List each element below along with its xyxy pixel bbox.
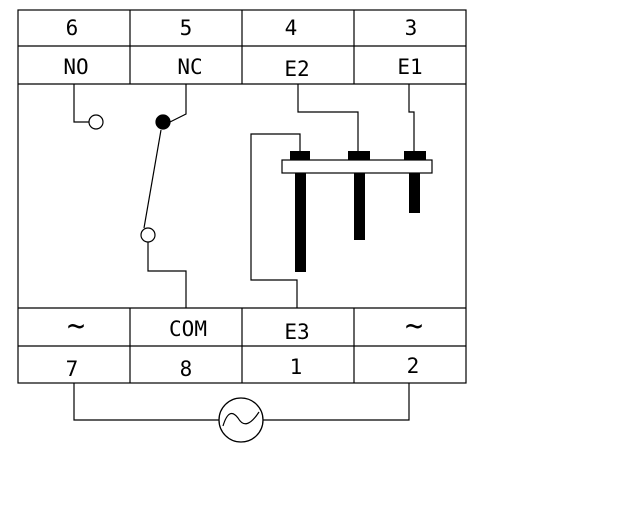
terminal-number-7: 7 bbox=[66, 357, 79, 381]
probe-head-e3 bbox=[290, 151, 310, 160]
nc-contact-wire-2 bbox=[169, 92, 187, 123]
probe-rod-e3 bbox=[295, 173, 306, 272]
ac-source-icon bbox=[73, 383, 410, 443]
changeover-switch-icon bbox=[73, 84, 187, 308]
terminal-number-5: 5 bbox=[180, 16, 193, 40]
terminal-number-6: 6 bbox=[66, 16, 79, 40]
no-contact-wire bbox=[73, 84, 89, 123]
terminal-label-nc: NC bbox=[177, 55, 202, 79]
e1-wire bbox=[408, 84, 415, 152]
terminal-number-2: 2 bbox=[407, 354, 420, 378]
supply-wire-left bbox=[73, 383, 219, 421]
e2-wire bbox=[297, 84, 359, 152]
ac-source-circle bbox=[218, 397, 264, 443]
terminal-number-8: 8 bbox=[180, 357, 193, 381]
terminal-label-ac-right: ~ bbox=[405, 309, 423, 344]
terminal-number-4: 4 bbox=[285, 16, 298, 40]
ac-symbol-icon: ~ bbox=[67, 309, 85, 344]
terminal-label-e2: E2 bbox=[284, 57, 309, 81]
probe-rod-e1 bbox=[409, 173, 420, 213]
terminal-label-e3: E3 bbox=[284, 320, 309, 344]
ac-symbol-icon: ~ bbox=[405, 309, 423, 344]
com-wire bbox=[147, 242, 187, 308]
common-contact-pivot bbox=[140, 227, 156, 243]
probe-rod-e2 bbox=[354, 173, 365, 240]
switch-blade bbox=[143, 129, 162, 229]
terminal-label-no: NO bbox=[63, 55, 88, 79]
probe-head-e2 bbox=[348, 151, 370, 160]
terminal-number-3: 3 bbox=[405, 16, 418, 40]
probe-mount-bar bbox=[281, 159, 433, 174]
electrode-probes-icon bbox=[250, 84, 433, 308]
terminal-label-ac-left: ~ bbox=[67, 309, 85, 344]
no-contact-terminal bbox=[88, 114, 104, 130]
nc-contact-terminal bbox=[155, 114, 171, 130]
ac-source-sine bbox=[222, 411, 260, 427]
terminal-label-com: COM bbox=[169, 317, 207, 341]
terminal-label-e1: E1 bbox=[397, 55, 422, 79]
probe-head-e1 bbox=[404, 151, 426, 160]
supply-wire-right bbox=[263, 383, 410, 421]
e3-wire bbox=[250, 133, 301, 308]
terminal-number-1: 1 bbox=[290, 355, 303, 379]
